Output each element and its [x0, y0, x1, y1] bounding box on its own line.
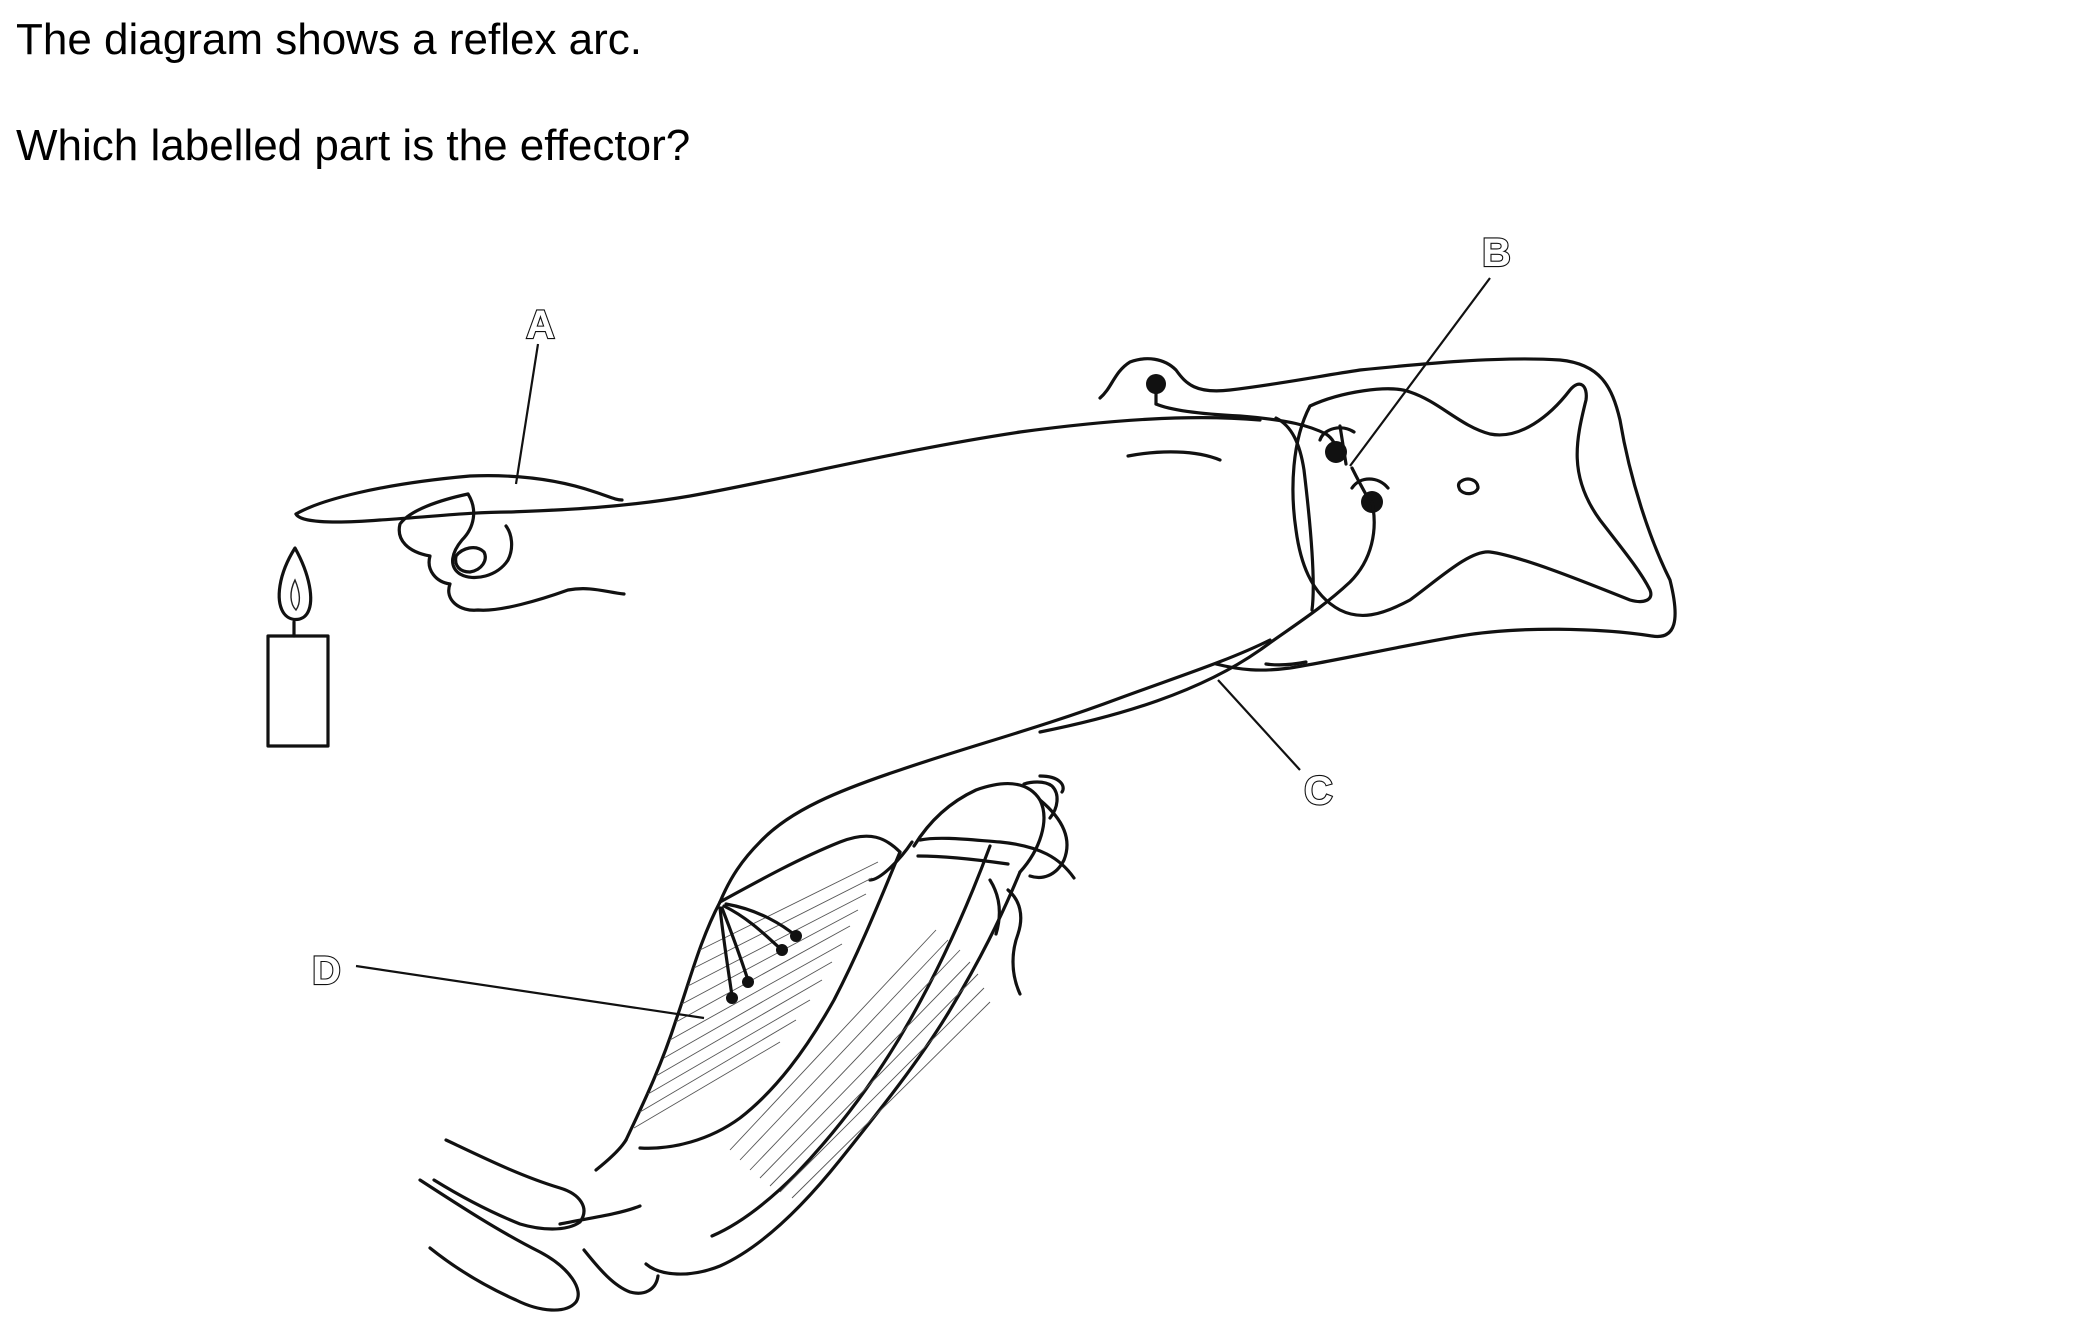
- question-intro: The diagram shows a reflex arc.: [16, 15, 643, 64]
- leader-b: [1349, 277, 1491, 467]
- leader-lines: [355, 277, 1491, 1020]
- label-c: C: [1304, 769, 1333, 813]
- candle: [266, 546, 330, 748]
- upper-arm: [718, 638, 1308, 904]
- arm-muscle: [418, 782, 1076, 1312]
- question-prompt: Which labelled part is the effector?: [16, 121, 691, 170]
- label-a: A: [526, 303, 555, 347]
- nerve-pathways: [1038, 374, 1390, 734]
- label-d: D: [312, 949, 341, 993]
- leader-c: [1217, 679, 1301, 771]
- hand-and-arm: [294, 416, 1262, 612]
- spinal-cord: [1098, 357, 1677, 672]
- leader-d: [355, 964, 705, 1020]
- label-b: B: [1482, 231, 1511, 275]
- leader-a: [514, 343, 540, 485]
